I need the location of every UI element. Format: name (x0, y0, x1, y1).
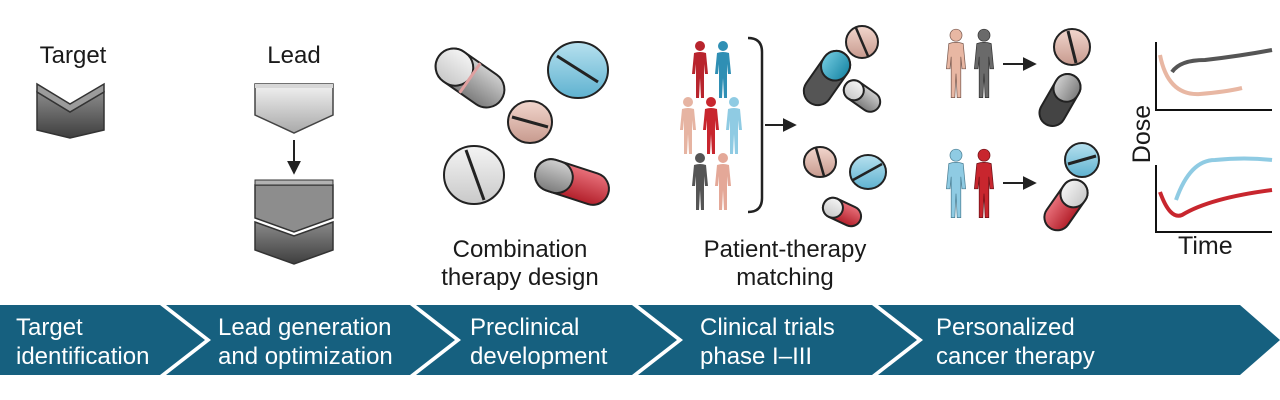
stage-preclinical-development: Preclinical development (470, 313, 607, 371)
combination-label-line-2: therapy design (441, 264, 599, 291)
combination-label-line-1: Combination (452, 236, 588, 263)
pink-tablet-mid-icon (803, 146, 837, 178)
matching-label-line-1: Patient-therapy (703, 236, 867, 263)
time-axis-label: Time (1178, 232, 1233, 260)
target-label: Target (39, 42, 107, 69)
blue-tablet-icon (547, 41, 609, 99)
stage-2-line-2: and optimization (218, 343, 393, 370)
target-block-icon (36, 82, 105, 139)
teal-capsule-icon (802, 49, 852, 107)
red-capsule-small-icon (821, 196, 863, 228)
stage-clinical-trials: Clinical trials phase I–III (700, 313, 835, 371)
dose-time-plot-top (1155, 42, 1273, 111)
pink-tablet-small-icon (845, 25, 879, 59)
pink-tablet-result-icon (1053, 28, 1091, 66)
stage-1-line-1: Target (16, 314, 83, 341)
matching-label: Patient-therapy matching (690, 236, 880, 292)
blue-tablet-result-icon (1064, 142, 1100, 178)
stage-1-line-2: identification (16, 343, 150, 370)
stage-5-line-1: Personalized (936, 314, 1075, 341)
gray-tablet-icon (443, 145, 505, 205)
stage-3-line-2: development (470, 343, 608, 370)
cohort-bracket (747, 36, 764, 214)
pipeline-band (0, 305, 1280, 375)
stage-4-line-1: Clinical trials (700, 314, 835, 341)
optimized-lead-icon (254, 179, 334, 265)
lead-block-icon (254, 83, 334, 134)
gray-capsule-result-icon (1038, 73, 1082, 127)
gray-capsule-small-icon (842, 79, 882, 113)
stage-personalized-therapy: Personalized cancer therapy (936, 313, 1095, 371)
stage-5-line-2: cancer therapy (936, 343, 1095, 370)
stage-4-line-2: phase I–III (700, 343, 813, 370)
gray-capsule-icon (434, 47, 506, 109)
lead-label: Lead (267, 42, 321, 69)
matching-label-line-2: matching (736, 264, 834, 291)
patient-pair-top-icon (945, 28, 995, 99)
dose-axis-label: Dose (1128, 104, 1156, 164)
red-capsule-result-icon (1043, 178, 1089, 232)
stage-2-line-1: Lead generation (218, 314, 392, 341)
stage-lead-generation: Lead generation and optimization (218, 313, 393, 371)
red-capsule-icon (534, 158, 610, 206)
blue-tablet-small-icon (849, 154, 887, 190)
stage-3-line-1: Preclinical (470, 314, 580, 341)
patient-cohort-icon (680, 41, 742, 210)
pink-tablet-icon (507, 100, 553, 144)
dose-time-plot-bottom (1155, 156, 1273, 233)
patient-pair-bottom-icon (945, 148, 995, 219)
combination-label: Combination therapy design (430, 236, 610, 292)
stage-target-identification: Target identification (16, 313, 149, 371)
